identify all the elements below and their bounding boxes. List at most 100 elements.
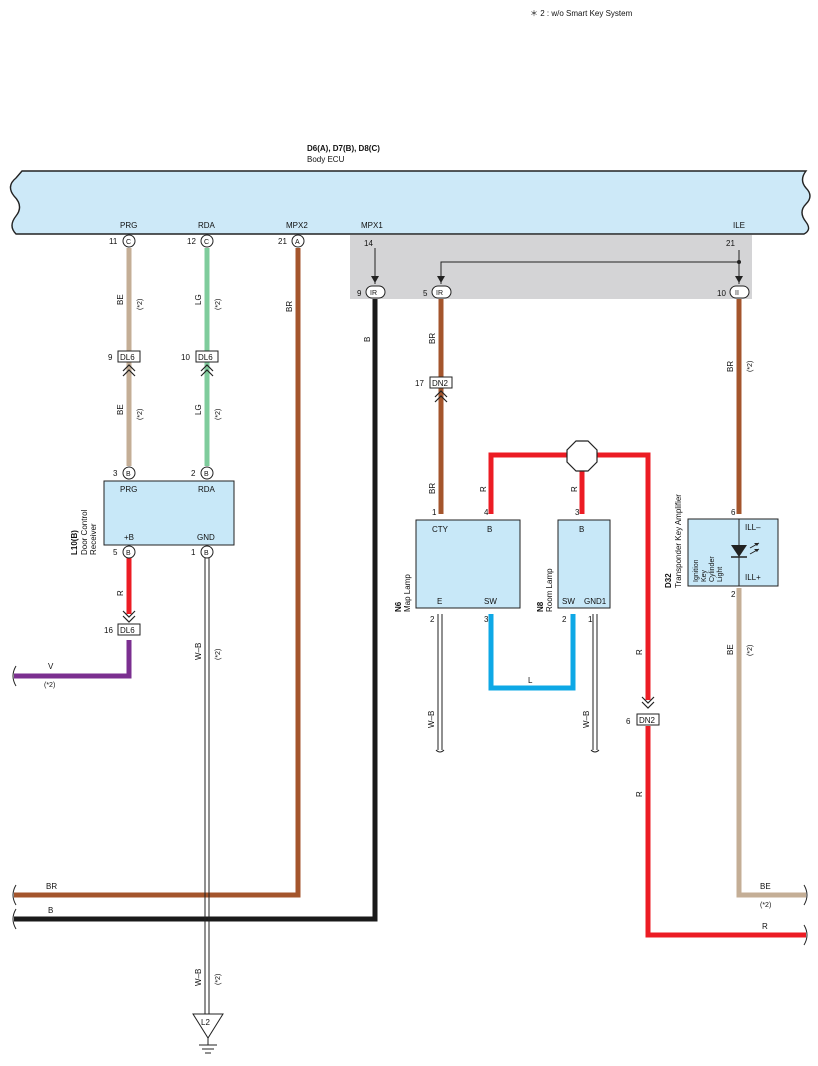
svg-text:21: 21 bbox=[278, 237, 287, 246]
wire-labels: BE (*2) LG (*2) BE (*2) LG (*2) BR B BR … bbox=[44, 294, 771, 986]
svg-text:Transponder Key Amplifier: Transponder Key Amplifier bbox=[674, 494, 683, 588]
svg-text:GND1: GND1 bbox=[584, 597, 607, 606]
svg-text:(*2): (*2) bbox=[747, 645, 754, 656]
ecu-name: Body ECU bbox=[307, 155, 345, 164]
svg-text:LG: LG bbox=[194, 404, 203, 415]
svg-text:DN2: DN2 bbox=[432, 379, 449, 388]
connector-dl6-9: 9 DL6 bbox=[108, 350, 141, 377]
svg-text:R: R bbox=[635, 791, 644, 797]
footnote-text: ＊ 2 : w/o Smart Key System bbox=[530, 9, 633, 18]
svg-text:6: 6 bbox=[731, 508, 736, 517]
svg-text:ILL+: ILL+ bbox=[745, 573, 761, 582]
svg-text:L2: L2 bbox=[201, 1018, 210, 1027]
svg-text:LG: LG bbox=[194, 294, 203, 305]
door-control-receiver: PRG RDA +B GND L10(B) Door Control Recei… bbox=[70, 480, 235, 555]
connector-dl6-16: 16 DL6 bbox=[104, 610, 141, 636]
svg-text:(*2): (*2) bbox=[215, 299, 222, 310]
led-icon bbox=[731, 542, 760, 558]
svg-text:R: R bbox=[479, 486, 488, 492]
svg-text:5: 5 bbox=[423, 289, 428, 298]
svg-text:R: R bbox=[635, 649, 644, 655]
ecu-pin-prg: 11 C bbox=[109, 234, 136, 248]
transponder-key-amplifier: ILL– ILL+ 6 2 Ignition Key Cylinder Ligh… bbox=[664, 494, 779, 599]
svg-text:DL6: DL6 bbox=[198, 353, 213, 362]
svg-text:N6: N6 bbox=[394, 601, 403, 612]
svg-text:R: R bbox=[116, 590, 125, 596]
svg-text:B: B bbox=[363, 337, 372, 342]
ecu-pin-rda-label: RDA bbox=[198, 221, 216, 230]
svg-text:W–B: W–B bbox=[582, 711, 591, 728]
junction-pin-9: 9 IR bbox=[357, 285, 386, 299]
ecu-pin-mpx2-label: MPX2 bbox=[286, 221, 308, 230]
svg-text:10: 10 bbox=[717, 289, 726, 298]
svg-text:BR: BR bbox=[285, 301, 294, 312]
svg-text:BR: BR bbox=[428, 333, 437, 344]
ecu-pin-prg-label: PRG bbox=[120, 221, 137, 230]
connector-dl6-10: 10 DL6 bbox=[181, 350, 219, 377]
svg-text:(*2): (*2) bbox=[137, 409, 144, 420]
svg-text:BE: BE bbox=[726, 644, 735, 655]
svg-text:RDA: RDA bbox=[198, 485, 216, 494]
wire-break-marks bbox=[12, 665, 808, 946]
svg-text:C: C bbox=[204, 239, 209, 246]
svg-text:BR: BR bbox=[46, 882, 57, 891]
svg-text:(*2): (*2) bbox=[44, 682, 55, 689]
svg-text:1: 1 bbox=[191, 548, 196, 557]
junction-pin-5: 5 IR bbox=[423, 285, 452, 299]
svg-text:9: 9 bbox=[108, 353, 113, 362]
svg-text:B: B bbox=[204, 550, 209, 557]
svg-text:DN2: DN2 bbox=[639, 716, 656, 725]
svg-text:Room Lamp: Room Lamp bbox=[545, 568, 554, 612]
svg-text:3: 3 bbox=[113, 469, 118, 478]
svg-text:L: L bbox=[528, 676, 533, 685]
svg-text:BE: BE bbox=[116, 294, 125, 305]
svg-text:CTY: CTY bbox=[432, 525, 449, 534]
svg-text:W–B: W–B bbox=[194, 643, 203, 660]
svg-text:B: B bbox=[579, 525, 584, 534]
svg-text:B: B bbox=[487, 525, 492, 534]
svg-text:5: 5 bbox=[113, 548, 118, 557]
svg-text:11: 11 bbox=[109, 237, 118, 246]
ecu-pin-mpx1-num: 14 bbox=[364, 239, 373, 248]
svg-text:E: E bbox=[437, 597, 442, 606]
svg-text:+B: +B bbox=[124, 533, 134, 542]
junction-arrows bbox=[371, 276, 743, 283]
svg-text:2: 2 bbox=[430, 615, 435, 624]
svg-text:A: A bbox=[295, 239, 300, 246]
svg-text:1: 1 bbox=[432, 508, 437, 517]
svg-text:DL6: DL6 bbox=[120, 353, 135, 362]
svg-text:3: 3 bbox=[484, 615, 489, 624]
svg-text:W–B: W–B bbox=[427, 711, 436, 728]
receiver-pin-2: 2 B bbox=[191, 466, 214, 480]
junction-area bbox=[350, 235, 752, 299]
receiver-pin-1: 1 B bbox=[191, 545, 214, 559]
svg-text:N8: N8 bbox=[536, 601, 545, 612]
svg-text:2: 2 bbox=[191, 469, 196, 478]
svg-text:IR: IR bbox=[436, 290, 443, 297]
svg-text:V: V bbox=[48, 662, 54, 671]
svg-text:BR: BR bbox=[428, 483, 437, 494]
svg-text:B: B bbox=[126, 550, 131, 557]
svg-text:GND: GND bbox=[197, 533, 215, 542]
svg-text:(*2): (*2) bbox=[137, 299, 144, 310]
svg-text:(*2): (*2) bbox=[760, 902, 771, 909]
svg-text:B: B bbox=[126, 471, 131, 478]
svg-text:3: 3 bbox=[575, 508, 580, 517]
svg-text:(*2): (*2) bbox=[747, 361, 754, 372]
svg-text:1: 1 bbox=[588, 615, 593, 624]
connector-dn2-6: 6 DN2 bbox=[626, 696, 660, 726]
ecu-pin-ile-label: ILE bbox=[733, 221, 745, 230]
svg-text:Cylinder: Cylinder bbox=[709, 556, 716, 582]
connector-dn2-17: 17 DN2 bbox=[415, 376, 453, 403]
junction-pin-10: 10 II bbox=[717, 285, 750, 299]
svg-text:R: R bbox=[762, 922, 768, 931]
ecu-pin-mpx1-label: MPX1 bbox=[361, 221, 383, 230]
svg-text:6: 6 bbox=[626, 717, 631, 726]
receiver-pin-5: 5 B bbox=[113, 545, 136, 559]
svg-text:12: 12 bbox=[187, 237, 196, 246]
svg-text:D32: D32 bbox=[664, 573, 673, 588]
svg-text:DL6: DL6 bbox=[120, 626, 135, 635]
svg-text:B: B bbox=[204, 471, 209, 478]
ecu-pin-rda: 12 C bbox=[187, 234, 214, 248]
